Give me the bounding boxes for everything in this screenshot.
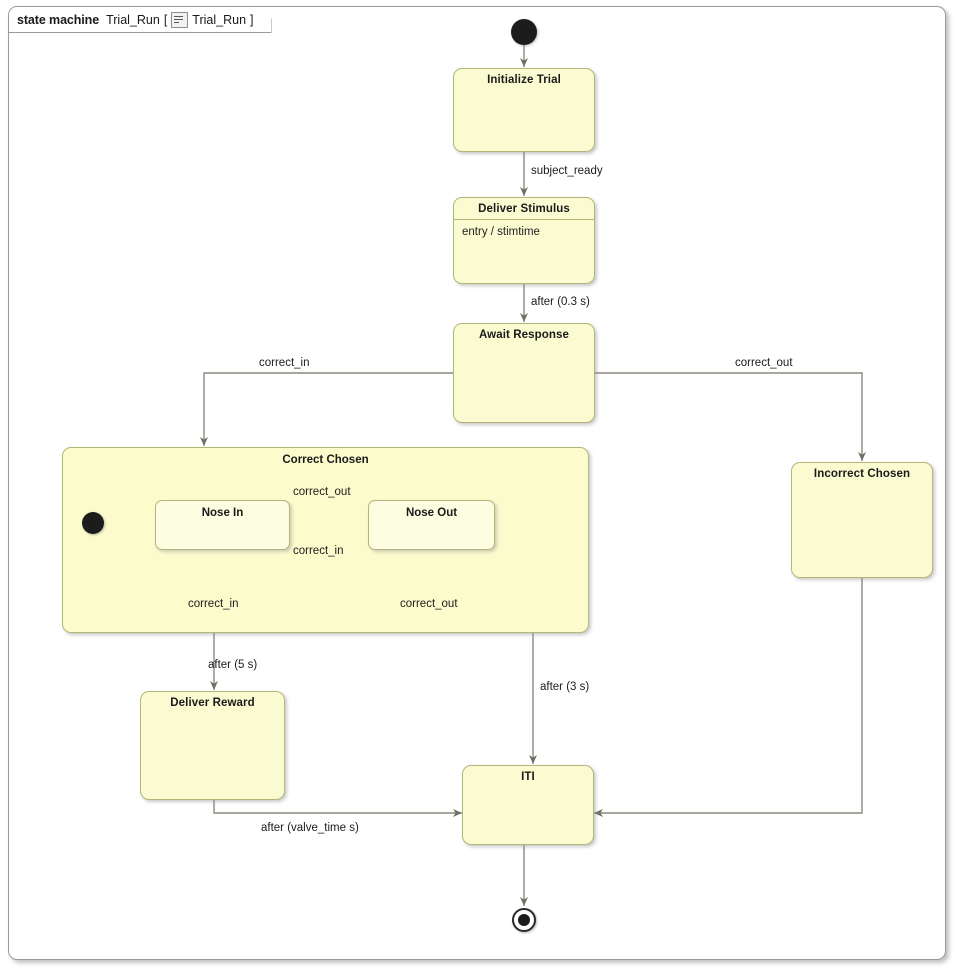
state-title: Nose Out [405,507,458,519]
frame-bracket-close: ] [250,12,254,27]
state-title: ITI [521,771,535,783]
state-nose-out[interactable]: Nose Out [368,500,495,550]
final-state [512,908,536,932]
transition-label-correct-in-inner: correct_in [293,545,344,557]
transition-label-correct-in-left: correct_in [259,357,310,369]
state-title: Correct Chosen [282,454,369,466]
frame-bracket-open: [ [163,12,168,27]
state-title: Await Response [478,329,570,341]
initial-pseudostate-top [511,19,537,45]
state-incorrect-chosen[interactable]: Incorrect Chosen [791,462,933,578]
frame-keyword: state machine [17,12,100,27]
state-initialize-trial[interactable]: Initialize Trial [453,68,595,152]
state-iti[interactable]: ITI [462,765,594,845]
transition-label-correct-out-right: correct_out [735,357,793,369]
frame-ref-name: Trial_Run [192,12,247,27]
composite-state-correct-chosen[interactable]: Correct Chosen [62,447,589,633]
frame-title-tab: state machine Trial_Run [ Trial_Run ] [9,7,272,33]
state-title: Deliver Stimulus [454,198,594,220]
state-title: Deliver Reward [170,697,255,709]
transition-label-subject-ready: subject_ready [531,165,603,177]
transition-label-after-5s: after (5 s) [208,659,258,671]
state-entry-action: entry / stimtime [462,226,540,238]
transition-label-after-valve-time: after (valve_time s) [261,822,359,834]
state-await-response[interactable]: Await Response [453,323,595,423]
transition-label-after-3s: after (3 s) [540,681,590,693]
transition-label-after-03s: after (0.3 s) [531,296,590,308]
frame-name: Trial_Run [106,12,160,27]
state-nose-in[interactable]: Nose In [155,500,290,550]
state-machine-icon [171,12,188,28]
state-title: Initialize Trial [487,74,561,86]
state-title: Nose In [201,507,244,519]
initial-pseudostate-region [82,512,104,534]
state-deliver-stimulus[interactable]: Deliver Stimulus entry / stimtime [453,197,595,284]
transition-label-correct-out-inner: correct_out [293,486,351,498]
state-title: Incorrect Chosen [813,468,911,480]
transition-label-self-correct-in: correct_in [188,598,239,610]
transition-label-self-correct-out: correct_out [400,598,458,610]
state-deliver-reward[interactable]: Deliver Reward [140,691,285,800]
